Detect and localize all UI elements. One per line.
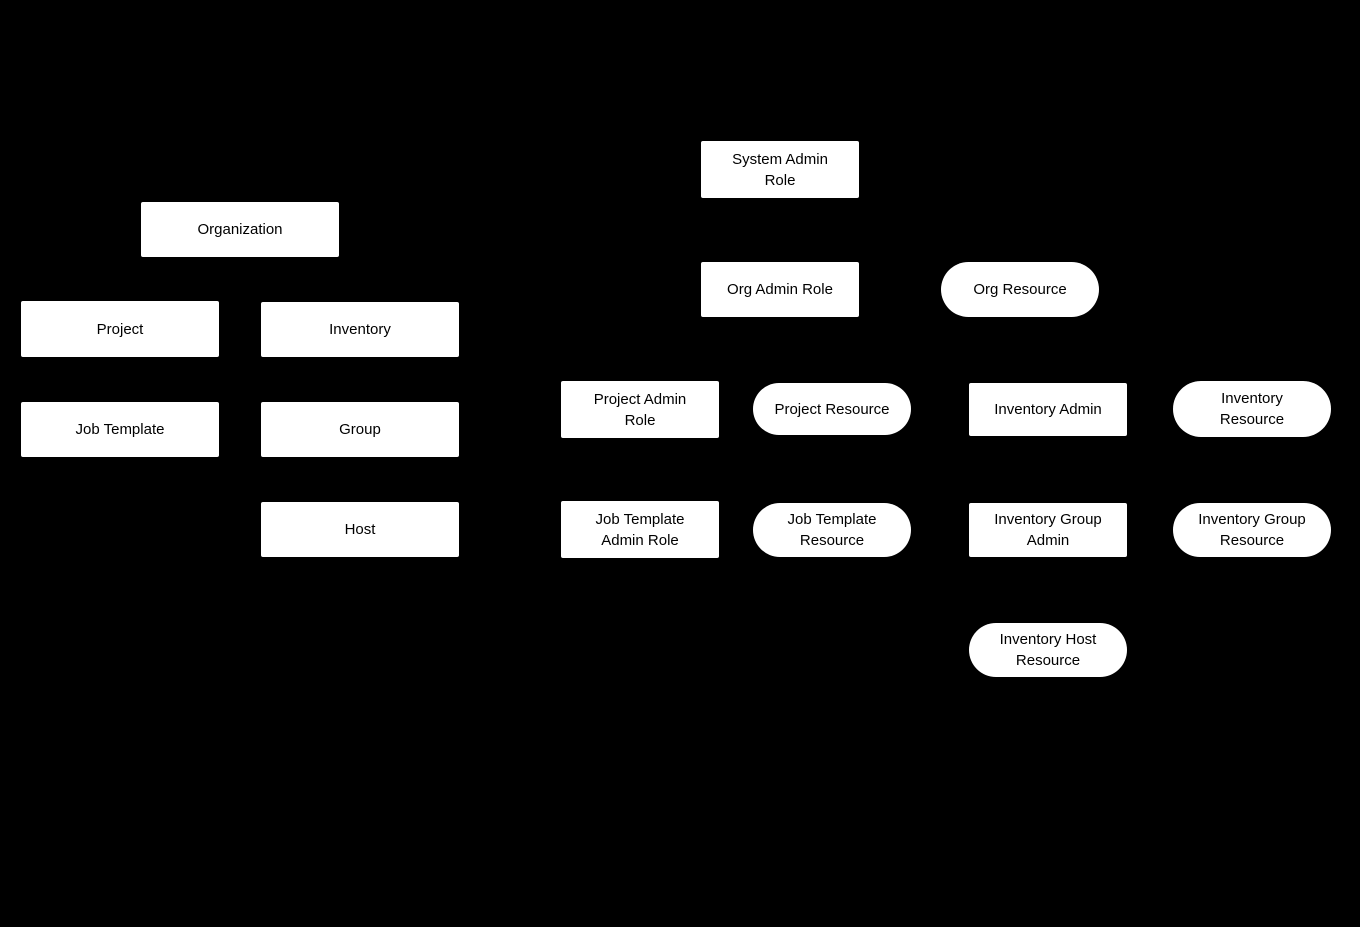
node-label: Inventory Group Resource — [1198, 511, 1306, 549]
node-job-template: Job Template — [21, 402, 219, 457]
node-project-resource: Project Resource — [753, 383, 911, 435]
node-system-admin-role: System Admin Role — [701, 141, 859, 198]
node-group: Group — [261, 402, 459, 457]
node-host: Host — [261, 502, 459, 557]
node-label: Inventory — [329, 321, 391, 338]
node-inventory-group-admin: Inventory Group Admin — [969, 503, 1127, 557]
node-label: Job Template — [75, 421, 165, 438]
node-job-template-resource: Job Template Resource — [753, 503, 911, 557]
node-label: Inventory Group Admin — [994, 511, 1102, 549]
node-inventory: Inventory — [261, 302, 459, 357]
node-label: Organization — [197, 221, 283, 238]
node-label: Host — [344, 521, 376, 538]
node-label: Inventory Host Resource — [999, 631, 1097, 669]
node-org-admin-role: Org Admin Role — [701, 262, 859, 317]
node-label: Project Resource — [774, 400, 890, 418]
node-organization: Organization — [141, 202, 339, 257]
node-project-admin-role: Project Admin Role — [561, 381, 719, 438]
node-label: Project — [96, 320, 144, 338]
node-inventory-host-resource: Inventory Host Resource — [969, 623, 1127, 677]
node-inventory-group-resource: Inventory Group Resource — [1173, 503, 1331, 557]
node-label: Project Admin Role — [593, 390, 687, 429]
node-job-template-admin-role: Job Template Admin Role — [561, 501, 719, 558]
node-inventory-resource: Inventory Resource — [1173, 381, 1331, 437]
node-label: Org Resource — [973, 281, 1067, 298]
node-label: Org Admin Role — [727, 281, 833, 298]
node-label: Job Template Resource — [787, 511, 877, 549]
node-org-resource: Org Resource — [941, 262, 1099, 317]
node-label: Inventory Resource — [1219, 390, 1285, 428]
node-inventory-admin: Inventory Admin — [969, 383, 1127, 436]
node-label: Inventory Admin — [994, 401, 1102, 418]
node-label: Job Template Admin Role — [595, 510, 685, 549]
node-project: Project — [21, 301, 219, 357]
node-label: Group — [339, 421, 381, 438]
node-label: System Admin Role — [732, 150, 828, 189]
